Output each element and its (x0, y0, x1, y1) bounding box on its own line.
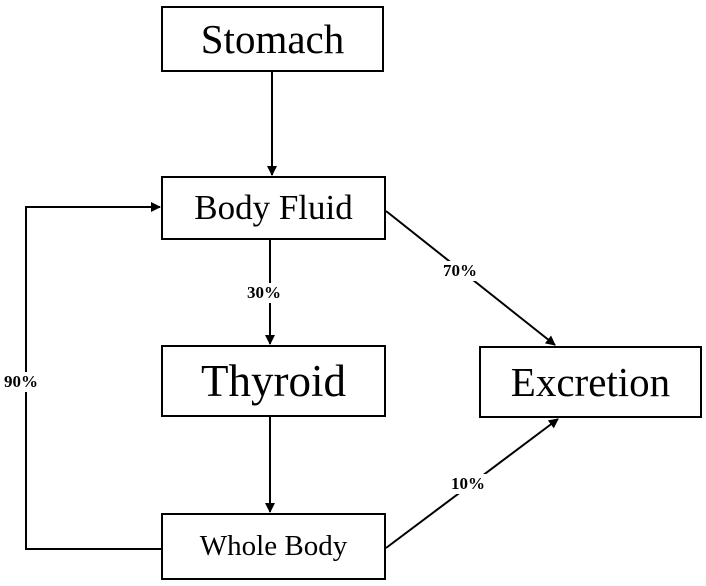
stomach-node: Stomach (161, 6, 384, 72)
thyroid-node: Thyroid (161, 345, 386, 417)
excretion-node: Excretion (479, 346, 702, 418)
edge-label-body-fluid-to-thyroid: 30% (245, 283, 283, 303)
arrow-whole-body-to-body-fluid (25, 202, 161, 550)
body-fluid-label: Body Fluid (194, 188, 353, 227)
edge-label-whole-body-to-excretion: 10% (449, 474, 487, 494)
whole-body-label: Whole Body (199, 530, 348, 562)
edge-label-whole-body-to-body-fluid: 90% (2, 372, 40, 392)
edge-label-body-fluid-to-excretion: 70% (441, 261, 479, 281)
whole-body-node: Whole Body (161, 513, 386, 580)
stomach-label: Stomach (200, 16, 345, 62)
excretion-label: Excretion (510, 359, 671, 405)
thyroid-label: Thyroid (201, 356, 346, 406)
body-fluid-node: Body Fluid (161, 176, 386, 240)
